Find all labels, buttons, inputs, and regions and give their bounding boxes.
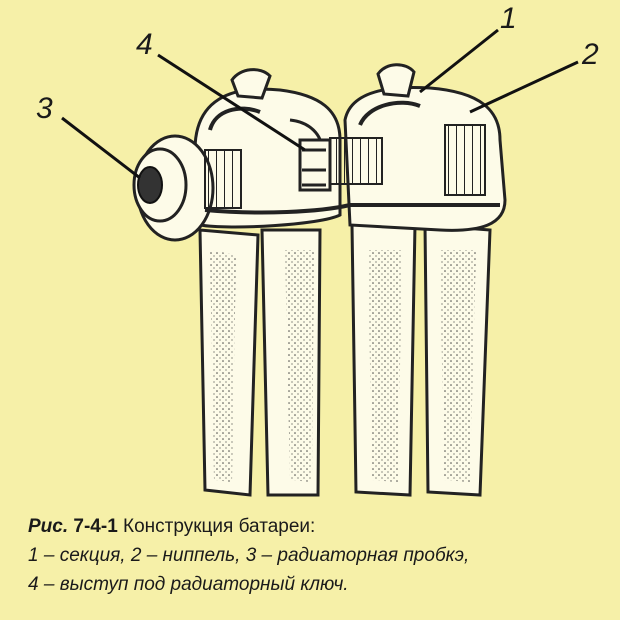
- radiator-plug: [132, 134, 242, 242]
- caption-legend-line-2: 4 – выступ под радиаторный ключ.: [28, 574, 349, 595]
- right-section-columns: [350, 223, 492, 497]
- left-section-columns: [198, 228, 322, 497]
- caption-title-line: Рис. 7-4-1 Конструкция батареи:: [28, 512, 608, 541]
- nipple: [298, 124, 486, 196]
- figure-title: Конструкция батареи:: [123, 516, 316, 537]
- leader-3: [61, 116, 141, 180]
- leader-1: [419, 28, 499, 94]
- figure-caption: Рис. 7-4-1 Конструкция батареи: 1 – секц…: [28, 512, 608, 599]
- callout-4: 4: [136, 28, 153, 61]
- leader-4: [157, 53, 306, 152]
- callout-2: 2: [581, 38, 599, 71]
- caption-legend-line-1: 1 – секция, 2 – ниппель, 3 – радиаторная…: [28, 545, 470, 566]
- leader-2: [469, 60, 579, 114]
- callout-3: 3: [36, 92, 53, 125]
- callout-leaders: [61, 28, 579, 180]
- radiator-drawing: 1 2 3 4: [36, 2, 599, 497]
- section-joint: [204, 203, 500, 215]
- figure-label: Рис.: [28, 516, 69, 537]
- figure-number: 7-4-1: [73, 516, 118, 537]
- callout-1: 1: [500, 2, 517, 35]
